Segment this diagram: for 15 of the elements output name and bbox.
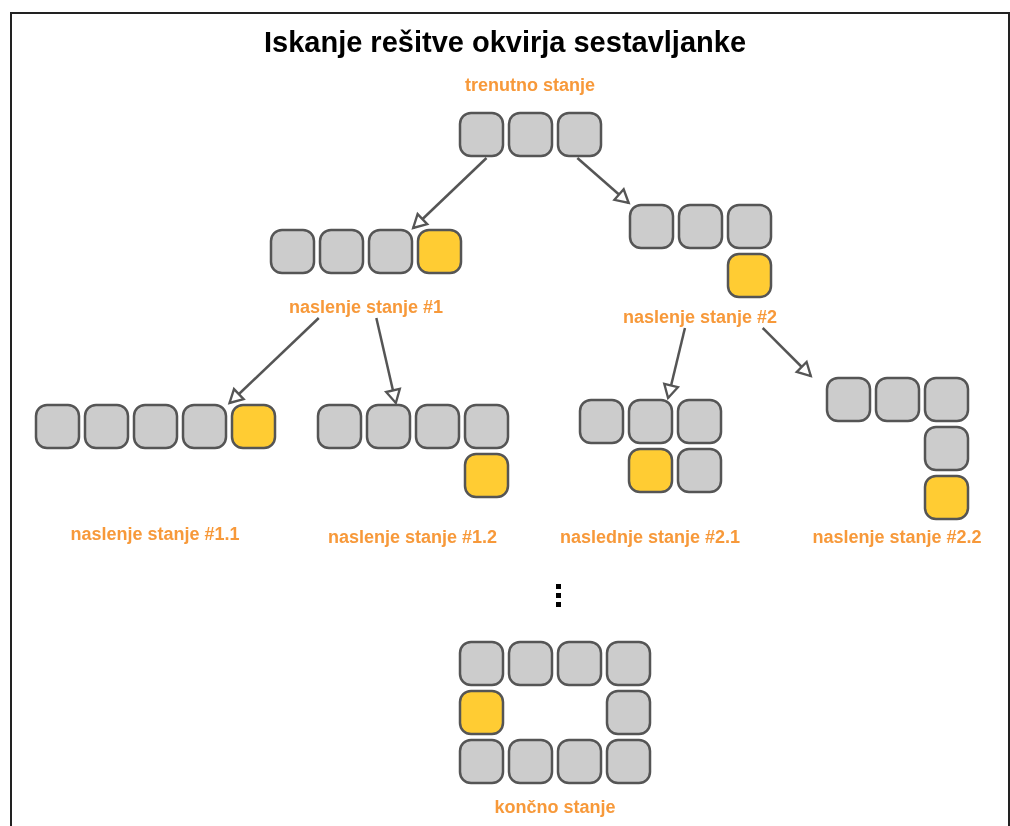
arrow xyxy=(761,327,812,378)
diagram-title: Iskanje rešitve okvirja sestavljanke xyxy=(262,26,747,59)
state-label: trenutno stanje xyxy=(465,75,595,96)
state-label: naslednje stanje #2.1 xyxy=(559,527,741,548)
state-label: naslenje stanje #2 xyxy=(622,307,778,328)
arrow xyxy=(412,157,488,230)
state-label: naslenje stanje #1 xyxy=(288,297,444,318)
state-label: naslenje stanje #1.1 xyxy=(70,524,240,545)
arrow xyxy=(576,157,630,205)
arrow xyxy=(375,317,401,405)
arrow xyxy=(228,317,320,405)
state-label: naslenje stanje #2.2 xyxy=(812,527,982,548)
state-label: končno stanje xyxy=(494,797,616,818)
arrow xyxy=(663,327,687,400)
state-label: naslenje stanje #1.2 xyxy=(327,527,498,548)
